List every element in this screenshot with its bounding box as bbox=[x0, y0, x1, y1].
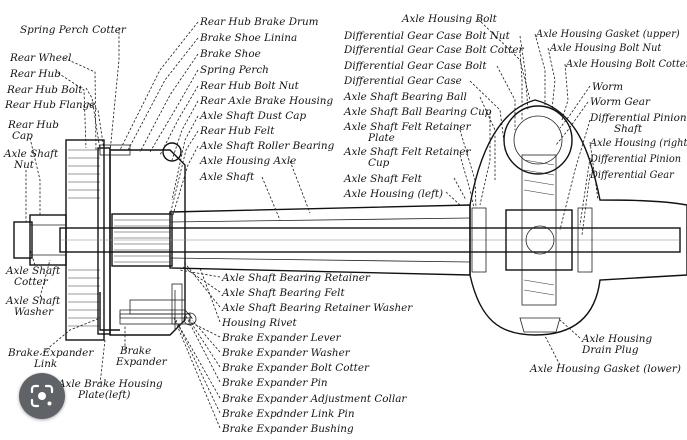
label-brake-expander-link-1: Brake Expander bbox=[7, 347, 94, 359]
google-lens-icon bbox=[30, 384, 54, 408]
label-brake-expander-link-2: Link bbox=[33, 358, 57, 370]
part-labels: Spring Perch Cotter Rear Wheel Rear Hub … bbox=[3, 13, 687, 435]
label-axle-shaft-washer-1: Axle Shaft bbox=[5, 295, 61, 307]
label-axle-shaft-felt-retainer-cup-2: Cup bbox=[368, 157, 390, 169]
label-brake-expander-1: Brake bbox=[119, 345, 151, 357]
label-brake-expander-bushing: Brake Expander Bushing bbox=[221, 423, 354, 435]
label-axle-housing-gasket-upper: Axle Housing Gasket (upper) bbox=[535, 29, 680, 40]
label-rear-hub-brake-drum: Rear Hub Brake Drum bbox=[199, 16, 319, 28]
label-axle-housing-right: Axle Housing (right) bbox=[589, 138, 687, 149]
label-axle-shaft-cotter-1: Axle Shaft bbox=[5, 265, 61, 277]
label-axle-brake-housing-plate-1: Axle Brake Housing bbox=[57, 378, 163, 390]
label-brake-expander-lever: Brake Expander Lever bbox=[221, 332, 342, 344]
label-axle-housing-bolt: Axle Housing Bolt bbox=[401, 13, 498, 25]
label-worm-gear: Worm Gear bbox=[590, 96, 651, 108]
rear-wheel-hub bbox=[65, 139, 131, 341]
label-axle-housing-left: Axle Housing (left) bbox=[343, 188, 443, 200]
label-spring-perch-cotter: Spring Perch Cotter bbox=[20, 24, 127, 36]
label-diff-gear-case-bolt-cotter: Differential Gear Case Bolt Cotter bbox=[343, 44, 525, 56]
label-axle-brake-housing-plate-2: Plate(left) bbox=[77, 389, 130, 401]
label-rear-hub-bolt: Rear Hub Bolt bbox=[6, 84, 83, 96]
label-worm: Worm bbox=[592, 81, 623, 93]
label-rear-hub-flange: Rear Hub Flange bbox=[4, 99, 95, 111]
label-differential-pinion-shaft-1: Differential Pinion bbox=[589, 112, 687, 124]
label-brake-expander-pin: Brake Expander Pin bbox=[221, 377, 328, 389]
brake-expander-linkage bbox=[99, 290, 197, 331]
label-diff-gear-case-bolt-nut: Differential Gear Case Bolt Nut bbox=[343, 30, 511, 42]
label-rear-wheel: Rear Wheel bbox=[9, 52, 71, 64]
label-rear-hub-felt: Rear Hub Felt bbox=[199, 125, 275, 137]
label-brake-expander-2: Expander bbox=[115, 356, 168, 368]
label-axle-shaft-felt: Axle Shaft Felt bbox=[343, 173, 423, 185]
label-axle-shaft-washer-2: Washer bbox=[14, 306, 54, 318]
label-axle-housing-bolt-cotter: Axle Housing Bolt Cotter bbox=[565, 59, 687, 70]
label-rear-axle-brake-housing: Rear Axle Brake Housing bbox=[199, 95, 333, 107]
label-axle-housing-drain-plug-1: Axle Housing bbox=[581, 333, 652, 345]
label-axle-shaft-felt-retainer-cup-1: Axle Shaft Felt Retainer bbox=[343, 146, 472, 158]
label-spring-perch: Spring Perch bbox=[200, 64, 269, 76]
axle-assembly-drawing bbox=[13, 99, 687, 341]
label-housing-rivet: Housing Rivet bbox=[221, 317, 297, 329]
label-axle-shaft-felt-retainer-plate-1: Axle Shaft Felt Retainer bbox=[343, 121, 472, 133]
label-rear-hub-bolt-nut: Rear Hub Bolt Nut bbox=[199, 80, 300, 92]
label-brake-shoe: Brake Shoe bbox=[199, 48, 261, 60]
label-axle-housing-gasket-lower: Axle Housing Gasket (lower) bbox=[529, 363, 681, 375]
label-axle-housing-axle: Axle Housing Axle bbox=[199, 155, 296, 167]
label-rear-hub-cap-2: Cap bbox=[12, 130, 33, 142]
label-axle-shaft-dust-cap: Axle Shaft Dust Cap bbox=[199, 110, 306, 122]
label-rear-hub: Rear Hub bbox=[9, 68, 61, 80]
label-axle-shaft-bearing-ball: Axle Shaft Bearing Ball bbox=[343, 91, 467, 103]
label-brake-expander-washer: Brake Expander Washer bbox=[221, 347, 351, 359]
label-axle-shaft: Axle Shaft bbox=[199, 171, 255, 183]
label-diff-gear-case-bolt: Differential Gear Case Bolt bbox=[343, 60, 487, 72]
leader-lines bbox=[25, 18, 599, 429]
label-brake-expander-link-pin: Brake Expdnder Link Pin bbox=[221, 408, 355, 420]
label-diff-gear-case: Differential Gear Case bbox=[343, 75, 462, 87]
label-axle-shaft-bearing-retainer: Axle Shaft Bearing Retainer bbox=[221, 272, 371, 284]
label-axle-shaft-bearing-felt: Axle Shaft Bearing Felt bbox=[221, 287, 345, 299]
label-differential-pinion-shaft-2: Shaft bbox=[614, 123, 643, 135]
label-axle-shaft-bearing-retainer-washer: Axle Shaft Bearing Retainer Washer bbox=[221, 302, 413, 314]
label-brake-expander-adjustment-collar: Brake Expander Adjustment Collar bbox=[221, 393, 407, 405]
label-axle-shaft-nut-2: Nut bbox=[13, 159, 35, 171]
label-axle-shaft-roller-bearing: Axle Shaft Roller Bearing bbox=[199, 140, 335, 152]
label-axle-housing-bolt-nut: Axle Housing Bolt Nut bbox=[549, 43, 661, 54]
axle-nut-and-cap bbox=[13, 214, 67, 266]
label-axle-shaft-ball-bearing-cup: Axle Shaft Ball Bearing Cup bbox=[343, 106, 492, 118]
lens-search-button[interactable] bbox=[19, 373, 65, 419]
label-axle-shaft-nut-1: Axle Shaft bbox=[3, 148, 59, 160]
label-differential-gear: Differential Gear bbox=[589, 170, 675, 181]
brake-drum-housing bbox=[109, 142, 193, 336]
label-rear-hub-cap-1: Rear Hub bbox=[7, 119, 59, 131]
differential-housing bbox=[469, 99, 687, 336]
label-brake-expander-bolt-cotter: Brake Expander Bolt Cotter bbox=[221, 362, 370, 374]
label-axle-shaft-cotter-2: Cotter bbox=[14, 276, 49, 288]
label-differential-pinion: Differential Pinion bbox=[589, 154, 681, 165]
axle-shaft-tube bbox=[59, 204, 681, 276]
label-axle-housing-drain-plug-2: Drain Plug bbox=[581, 344, 639, 356]
label-brake-shoe-lining: Brake Shoe Linina bbox=[199, 32, 297, 44]
label-axle-shaft-felt-retainer-plate-2: Plate bbox=[367, 132, 395, 144]
